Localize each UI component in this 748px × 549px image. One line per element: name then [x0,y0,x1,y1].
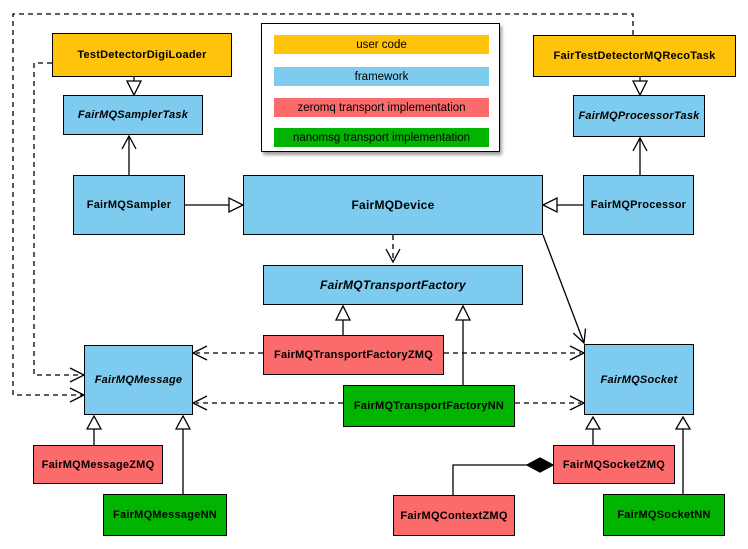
node-fairmqcontextzmq: FairMQContextZMQ [393,495,515,536]
node-fairmqsamplertask: FairMQSamplerTask [63,95,203,135]
node-label: FairMQSocketZMQ [562,458,666,471]
legend-item-user-code: user code [274,35,489,54]
legend-item-framework: framework [274,67,489,86]
node-fairmqsocket: FairMQSocket [584,344,694,415]
node-testdetectordigiloader: TestDetectorDigiLoader [52,33,232,77]
edge-processor-to-device [541,196,583,214]
edge-factorynn-to-socket [515,395,586,411]
node-fairmqprocessor: FairMQProcessor [583,175,694,235]
edge-device-to-factory [385,235,401,264]
node-label: FairMQTransportFactory [320,278,466,292]
edge-contextzmq-to-socketzmq [452,457,555,495]
edge-messagenn-to-message [174,414,192,494]
edge-sampler-to-device [185,196,245,214]
edge-tddl-to-samplertask [125,77,143,97]
edge-factorynn-to-message [191,395,343,411]
node-label: FairMQContextZMQ [400,509,508,522]
legend-label: nanomsg transport implementation [292,131,471,144]
node-label: FairMQProcessor [590,199,687,211]
node-label: FairMQSocketNN [617,509,711,521]
node-fairmqtransportfactory: FairMQTransportFactory [263,265,523,305]
node-fairmqmessage: FairMQMessage [84,345,193,415]
edge-processor-to-processortask [632,136,648,175]
node-fairmqtransportfactoryzmq: FairMQTransportFactoryZMQ [263,335,444,375]
legend-item-zeromq: zeromq transport implementation [274,98,489,117]
edge-factoryzmq-to-message [191,345,263,361]
legend-label: zeromq transport implementation [297,101,466,114]
node-label: FairMQSampler [86,199,172,211]
edge-socketnn-to-socket [674,415,692,494]
node-label: FairMQMessageNN [112,509,217,521]
node-label: FairMQSamplerTask [77,109,189,121]
edge-factoryzmq-to-socket [444,345,586,361]
node-label: FairMQDevice [351,198,435,212]
edge-device-to-socket [542,234,587,345]
node-label: FairMQMessage [94,374,183,386]
node-label: FairMQMessageZMQ [41,458,155,471]
node-label: TestDetectorDigiLoader [77,49,207,61]
node-fairmqprocessortask: FairMQProcessorTask [573,95,705,137]
edge-messagezmq-to-message [85,414,103,445]
node-fairmqsampler: FairMQSampler [73,175,185,235]
node-fairmqsocketnn: FairMQSocketNN [603,494,725,536]
legend-label: framework [354,70,409,83]
node-fairmqdevice: FairMQDevice [243,175,543,235]
legend-item-nanomsg: nanomsg transport implementation [274,128,489,147]
edge-sampler-to-samplertask [121,134,137,175]
node-fairtestdetectormqrecotask: FairTestDetectorMQRecoTask [533,35,736,77]
edge-factoryzmq-to-factory [334,304,352,335]
node-fairmqmessagezmq: FairMQMessageZMQ [33,445,163,484]
node-fairmqsocketzmq: FairMQSocketZMQ [553,445,675,484]
node-label: FairMQTransportFactoryNN [353,400,505,412]
legend-label: user code [356,38,407,51]
edge-ftdmrt-to-processortask [631,77,649,97]
node-fairmqmessagenn: FairMQMessageNN [103,494,227,536]
node-fairmqtransportfactorynn: FairMQTransportFactoryNN [343,385,515,427]
node-label: FairMQTransportFactoryZMQ [273,349,434,361]
node-label: FairMQSocket [600,373,678,386]
node-label: FairTestDetectorMQRecoTask [553,50,716,62]
edge-factorynn-to-factory [454,304,472,385]
legend: user code framework zeromq transport imp… [261,23,500,152]
node-label: FairMQProcessorTask [578,110,700,122]
edge-socketzmq-to-socket [584,415,602,445]
